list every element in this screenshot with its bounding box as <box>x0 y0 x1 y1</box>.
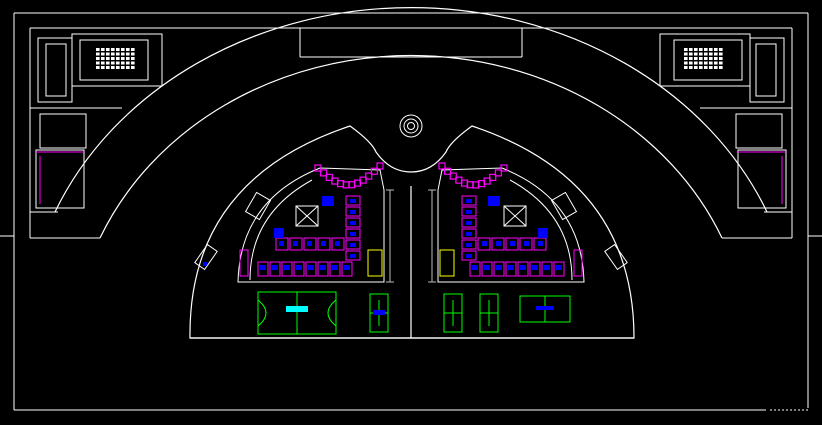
sports-courts <box>257 291 571 335</box>
left-wing-rooms <box>35 33 163 209</box>
arch-band <box>54 7 768 239</box>
parking-grid-icon <box>684 48 723 69</box>
outer-frame <box>0 12 822 411</box>
handball-court-left <box>257 291 337 335</box>
parking-grid-icon <box>96 48 135 69</box>
tennis-court-right-1 <box>443 293 463 333</box>
central-plaza-outline <box>189 125 635 339</box>
right-wing-rooms <box>659 33 787 209</box>
left-building <box>194 162 394 283</box>
top-wing-outline <box>29 27 793 239</box>
tennis-court-right-2 <box>479 293 499 333</box>
right-building <box>428 162 628 283</box>
basketball-court-right <box>519 295 571 323</box>
tennis-court-left <box>369 293 389 333</box>
fountain-icon <box>399 114 423 138</box>
